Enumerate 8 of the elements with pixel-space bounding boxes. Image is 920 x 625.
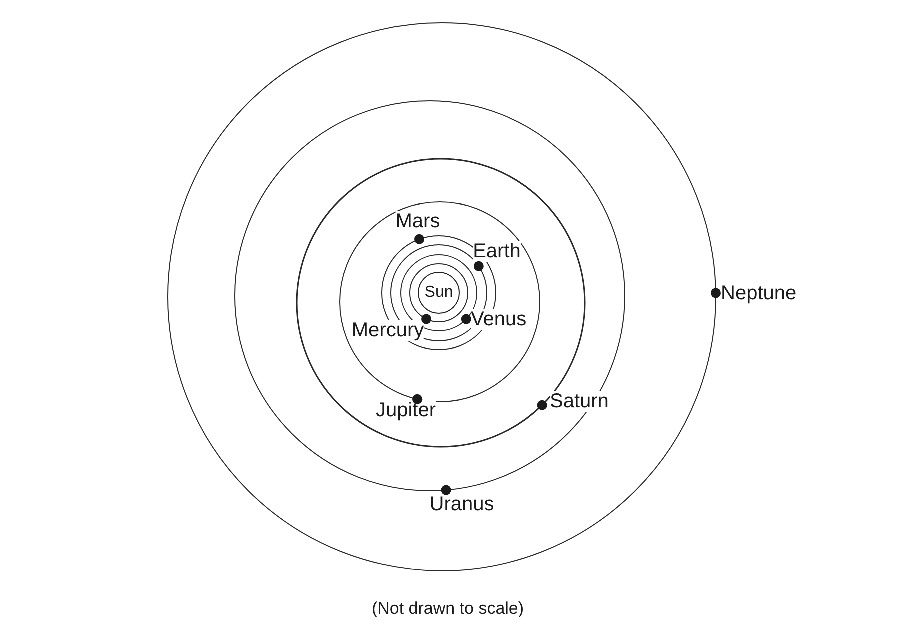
planet-label: Earth (473, 242, 521, 262)
caption: (Not drawn to scale) (372, 599, 524, 619)
planet-label: Neptune (721, 284, 797, 304)
planet-label: Jupiter (376, 400, 436, 422)
planet-label: Venus (471, 310, 527, 330)
planet-label: Saturn (550, 392, 609, 412)
sun-circle: Sun (418, 272, 460, 314)
planet-label: Mercury (352, 320, 424, 342)
